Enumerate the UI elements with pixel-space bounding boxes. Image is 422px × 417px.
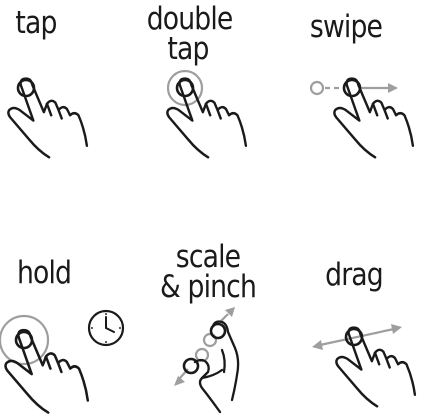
touch-point-icon (0, 314, 50, 366)
pinching-hand-icon (193, 320, 240, 414)
touch-point-icon (182, 322, 227, 375)
swipe-illustration (309, 77, 415, 159)
scale-pinch-illustration (174, 307, 240, 414)
gesture-scale-pinch: scale & pinch (140, 200, 280, 417)
gesture-label-scale-pinch-line-1: scale (175, 239, 241, 275)
gesture-label-swipe-line-1: swipe (309, 9, 383, 45)
gesture-label-hold: hold (11, 255, 76, 291)
gesture-label-double-tap-line-2: tap (167, 31, 209, 67)
swipe-trail (309, 80, 342, 96)
gesture-drag: drag (280, 200, 422, 417)
clock-icon (87, 309, 125, 347)
arrow-icon (360, 83, 398, 93)
pointing-hand-icon (4, 328, 90, 414)
gesture-label-drag-line-1: drag (325, 257, 384, 293)
hold-illustration (0, 309, 125, 414)
gesture-label-drag: drag (321, 257, 386, 293)
gesture-label-double-tap-line-1: double (146, 1, 234, 37)
gesture-double-tap: double tap (140, 0, 280, 200)
drag-illustration (312, 324, 417, 408)
tap-illustration (7, 77, 89, 159)
gesture-label-scale-pinch-line-2: & pinch (159, 269, 257, 305)
pointing-hand-icon (7, 77, 89, 159)
gesture-label-scale-pinch: scale & pinch (159, 239, 257, 305)
gesture-label-swipe: swipe (309, 9, 383, 45)
gesture-label-hold-line-1: hold (16, 255, 72, 291)
pointing-hand-icon (166, 77, 248, 159)
gesture-label-double-tap: double tap (146, 1, 234, 67)
gesture-hold: hold (0, 200, 140, 417)
gesture-label-tap-line-1: tap (15, 5, 57, 41)
gesture-label-tap: tap (5, 5, 67, 41)
pointing-hand-icon (333, 77, 415, 159)
gesture-swipe: swipe (280, 0, 422, 200)
arrow-icon (312, 324, 402, 350)
gesture-tap: tap (0, 0, 140, 200)
double-tap-illustration (166, 69, 248, 159)
pinch-trail (194, 332, 218, 363)
